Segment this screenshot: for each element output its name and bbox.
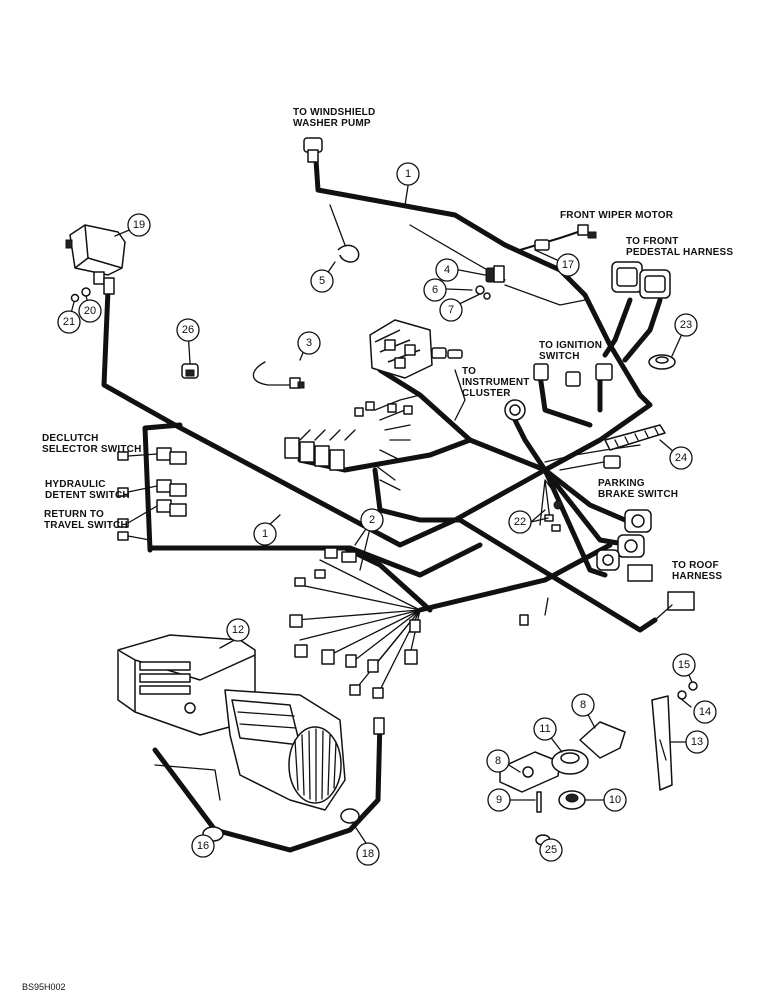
svg-text:5: 5 — [319, 275, 325, 287]
label-roof-harness: TO ROOF HARNESS — [672, 560, 723, 582]
parking-brake-connector — [559, 455, 621, 471]
callout-11: 11 — [533, 717, 557, 741]
switch-connectors — [117, 447, 187, 541]
terminal-strip — [604, 424, 666, 451]
callout-8a: 8 — [571, 693, 595, 717]
svg-text:18: 18 — [362, 848, 374, 860]
blower-assembly — [117, 634, 346, 811]
ignition-connectors — [533, 363, 613, 387]
callout-8b: 8 — [486, 749, 510, 773]
front-pedestal-connectors — [611, 261, 671, 299]
wiper-motor-connector — [518, 224, 597, 252]
switch-mount-parts — [499, 721, 626, 846]
callout-20: 20 — [78, 299, 102, 323]
label-parking-brake: PARKING BRAKE SWITCH — [598, 478, 679, 500]
svg-text:12: 12 — [232, 624, 244, 636]
svg-text:14: 14 — [699, 706, 711, 718]
svg-text:16: 16 — [197, 840, 209, 852]
svg-text:3: 3 — [306, 337, 312, 349]
relay-switch — [65, 224, 126, 295]
connector-block — [369, 319, 433, 379]
svg-text:17: 17 — [562, 259, 574, 271]
label-ignition-switch: TO IGNITION SWITCH — [539, 340, 603, 362]
lamp-harness — [252, 361, 305, 389]
svg-text:26: 26 — [182, 324, 194, 336]
callout-1b: 1 — [253, 522, 277, 546]
svg-text:10: 10 — [609, 794, 621, 806]
callout-9: 9 — [487, 788, 511, 812]
label-hydraulic-detent: HYDRAULIC DETENT SWITCH — [45, 479, 130, 501]
callout-4: 4 — [435, 258, 459, 282]
callout-3: 3 — [297, 331, 321, 355]
small-terminals — [544, 500, 563, 532]
callout-16: 16 — [191, 834, 215, 858]
wire-clip — [337, 244, 360, 263]
svg-text:20: 20 — [84, 305, 96, 317]
svg-text:11: 11 — [539, 723, 550, 735]
callout-18: 18 — [356, 842, 380, 866]
svg-text:25: 25 — [545, 844, 557, 856]
callout-1a: 1 — [396, 162, 420, 186]
label-washer-pump: TO WINDSHIELD WASHER PUMP — [293, 107, 376, 129]
callout-12: 12 — [226, 618, 250, 642]
callout-17: 17 — [556, 253, 580, 277]
connector-cluster — [284, 401, 413, 471]
svg-text:8: 8 — [495, 755, 501, 767]
label-declutch-switch: DECLUTCH SELECTOR SWITCH — [42, 433, 142, 455]
svg-text:19: 19 — [133, 219, 145, 231]
callout-2: 2 — [360, 508, 384, 532]
svg-text:7: 7 — [448, 304, 454, 316]
round-connector — [504, 399, 526, 421]
svg-text:15: 15 — [678, 659, 690, 671]
svg-text:23: 23 — [680, 319, 692, 331]
svg-text:8: 8 — [580, 699, 586, 711]
callout-7: 7 — [439, 298, 463, 322]
callout-25: 25 — [539, 838, 563, 862]
svg-text:4: 4 — [444, 264, 450, 276]
svg-text:6: 6 — [432, 284, 438, 296]
callout-5: 5 — [310, 269, 334, 293]
callout-21: 21 — [57, 310, 81, 334]
svg-text:22: 22 — [514, 516, 526, 528]
svg-text:2: 2 — [369, 514, 375, 526]
roof-connectors — [596, 509, 695, 621]
figure-code: BS95H002 — [22, 982, 66, 992]
callout-14: 14 — [693, 700, 717, 724]
harness-two-connectors — [289, 547, 529, 735]
svg-text:9: 9 — [496, 794, 502, 806]
callout-10: 10 — [603, 788, 627, 812]
callout-6: 6 — [423, 278, 447, 302]
callout-19: 19 — [127, 213, 151, 237]
label-instrument-cluster: TO INSTRUMENT CLUSTER — [462, 366, 530, 399]
svg-text:21: 21 — [63, 316, 75, 328]
callout-13: 13 — [685, 730, 709, 754]
callout-24: 24 — [669, 446, 693, 470]
svg-text:1: 1 — [262, 528, 268, 540]
callout-22: 22 — [508, 510, 532, 534]
svg-text:24: 24 — [675, 452, 687, 464]
label-front-wiper-motor: FRONT WIPER MOTOR — [560, 210, 674, 221]
callout-15: 15 — [672, 653, 696, 677]
svg-text:1: 1 — [405, 168, 411, 180]
washer-pump-connector — [303, 137, 323, 163]
label-return-to-travel: RETURN TO TRAVEL SWITCH — [44, 509, 128, 531]
grommet — [648, 354, 676, 370]
label-front-pedestal: TO FRONT PEDESTAL HARNESS — [626, 236, 734, 258]
callout-23: 23 — [674, 313, 698, 337]
callout-26: 26 — [176, 318, 200, 342]
socket-26 — [181, 363, 199, 379]
svg-text:13: 13 — [691, 736, 703, 748]
instrument-cluster-connector — [431, 347, 463, 359]
